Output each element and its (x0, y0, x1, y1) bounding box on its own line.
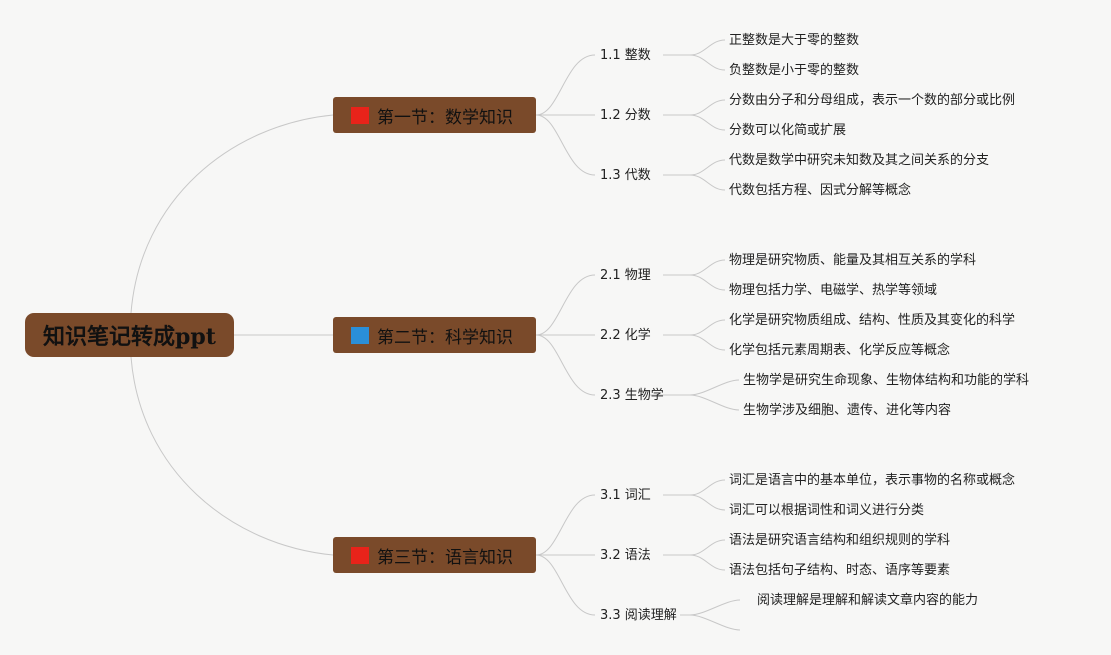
leaf-node[interactable]: 阅读理解是理解和解读文章内容的能力 (757, 593, 979, 608)
topic-to-leaf-line (689, 114, 726, 131)
leaf-node[interactable]: 生物学是研究生命现象、生物体结构和功能的学科 (743, 373, 1030, 388)
topic-to-leaf-line (689, 494, 726, 511)
topic-to-leaf-line (689, 259, 726, 276)
section-label: 第二节：科学知识 (377, 327, 513, 348)
root-to-section-line (130, 356, 334, 556)
topic-node[interactable]: 3.3 阅读理解 (600, 608, 677, 623)
section-node-language[interactable]: 第三节：语言知识 (333, 537, 536, 573)
topic-to-leaf-line (689, 614, 741, 631)
leaf-node[interactable]: 化学包括元素周期表、化学反应等概念 (729, 343, 951, 358)
topic-to-leaf-line (689, 174, 726, 191)
topic-to-leaf-line (689, 394, 740, 411)
topic-node[interactable]: 1.1 整数 (600, 48, 651, 63)
leaf-node[interactable]: 代数是数学中研究未知数及其之间关系的分支 (729, 153, 990, 168)
topic-to-leaf-line (689, 274, 726, 291)
leaf-node[interactable]: 语法是研究语言结构和组织规则的学科 (729, 533, 951, 548)
section-label: 第一节：数学知识 (377, 107, 513, 128)
section-to-topic-line (535, 274, 596, 336)
topic-node[interactable]: 3.1 词汇 (600, 488, 651, 503)
topic-to-leaf-line (689, 554, 726, 571)
leaf-node[interactable]: 生物学涉及细胞、遗传、进化等内容 (743, 403, 952, 418)
leaf-node[interactable]: 代数包括方程、因式分解等概念 (729, 183, 912, 198)
topic-to-leaf-line (689, 334, 726, 351)
topic-node[interactable]: 2.3 生物学 (600, 388, 664, 403)
section-to-topic-line (535, 494, 596, 556)
leaf-node[interactable]: 词汇可以根据词性和词义进行分类 (729, 503, 925, 518)
leaf-node[interactable]: 正整数是大于零的整数 (729, 33, 860, 48)
topic-to-leaf-line (689, 39, 726, 56)
red-flag-icon (351, 106, 369, 124)
section-node-math[interactable]: 第一节：数学知识 (333, 97, 536, 133)
red-flag-icon (351, 546, 369, 564)
topic-to-leaf-line (689, 379, 740, 396)
section-to-topic-line (535, 334, 596, 396)
topic-node[interactable]: 1.3 代数 (600, 168, 651, 183)
topic-node[interactable]: 1.2 分数 (600, 108, 651, 123)
topic-node[interactable]: 3.2 语法 (600, 548, 651, 563)
section-label: 第三节：语言知识 (377, 547, 513, 568)
leaf-node[interactable]: 分数由分子和分母组成，表示一个数的部分或比例 (729, 93, 1016, 108)
topic-to-leaf-line (689, 479, 726, 496)
section-to-topic-line (535, 554, 596, 616)
leaf-node[interactable]: 负整数是小于零的整数 (729, 63, 860, 78)
root-to-section-line (130, 114, 334, 314)
topic-to-leaf-line (689, 54, 726, 71)
root-label: 知识笔记转成ppt (43, 324, 216, 350)
leaf-node[interactable]: 化学是研究物质组成、结构、性质及其变化的科学 (729, 313, 1016, 328)
topic-to-leaf-line (689, 539, 726, 556)
topic-to-leaf-line (689, 99, 726, 116)
leaf-node[interactable]: 物理是研究物质、能量及其相互关系的学科 (729, 253, 977, 268)
section-to-topic-line (535, 114, 596, 176)
leaf-node[interactable]: 语法包括句子结构、时态、语序等要素 (729, 563, 951, 578)
topic-node[interactable]: 2.2 化学 (600, 328, 651, 343)
root-node[interactable]: 知识笔记转成ppt (25, 313, 234, 357)
section-to-topic-line (535, 54, 596, 116)
leaf-node[interactable]: 物理包括力学、电磁学、热学等领域 (729, 283, 938, 298)
topic-to-leaf-line (689, 319, 726, 336)
leaf-node[interactable]: 词汇是语言中的基本单位，表示事物的名称或概念 (729, 473, 1016, 488)
leaf-node[interactable]: 分数可以化简或扩展 (729, 123, 847, 138)
topic-node[interactable]: 2.1 物理 (600, 268, 651, 283)
blue-flag-icon (351, 326, 369, 344)
section-node-science[interactable]: 第二节：科学知识 (333, 317, 536, 353)
topic-to-leaf-line (689, 159, 726, 176)
topic-to-leaf-line (689, 599, 741, 616)
